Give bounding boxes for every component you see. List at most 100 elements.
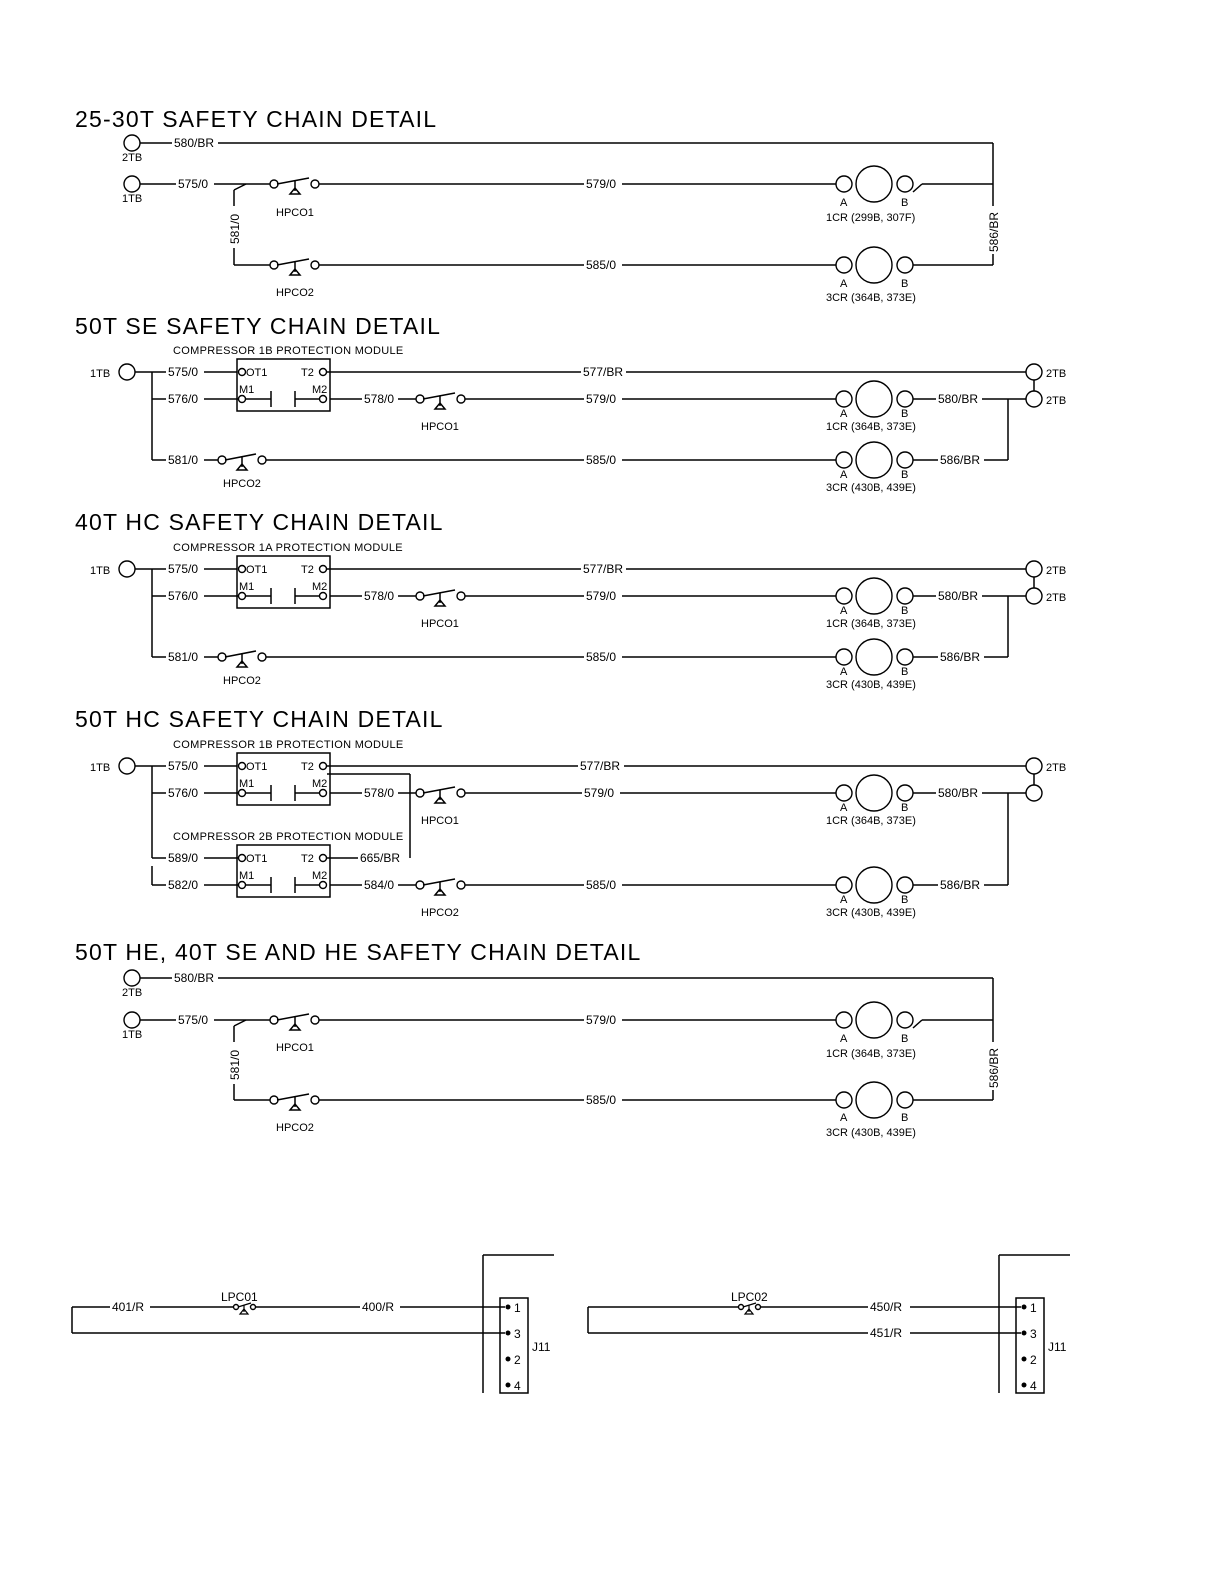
section-title: 50T HE, 40T SE AND HE SAFETY CHAIN DETAI…: [75, 939, 641, 965]
relay-coil-3cr: [835, 441, 914, 479]
section-50t-se-safety-chain: 50T SE SAFETY CHAIN DETAIL COMPRESSOR 1B…: [75, 313, 1066, 494]
relay-pin-a: A: [840, 469, 848, 481]
terminal-1tb: [118, 757, 136, 775]
terminal-1tb: [118, 363, 136, 381]
connector-label: J11: [1048, 1340, 1067, 1354]
wire-label: 585/0: [586, 258, 616, 272]
wire-label: 579/0: [586, 177, 616, 191]
terminal-label: 1TB: [90, 762, 110, 774]
relay-coil-3cr: [835, 1081, 914, 1119]
wire-label: 665/BR: [360, 851, 400, 865]
module-pin-ot1: OT1: [246, 367, 267, 379]
wire-label: 575/0: [178, 177, 208, 191]
module-pin-m1: M1: [239, 870, 254, 882]
module-pin-ot1: OT1: [246, 564, 267, 576]
wire-label: 585/0: [586, 878, 616, 892]
hpco1-switch: [269, 177, 320, 195]
module-pin-t2: T2: [301, 367, 314, 379]
relay-label: 3CR (430B, 439E): [826, 482, 916, 494]
switch-label: HPCO1: [421, 815, 459, 827]
pin-label: 1: [1030, 1301, 1037, 1315]
wire-label: 589/0: [168, 851, 198, 865]
terminal-2tb: [1025, 560, 1043, 578]
terminal-label: 1TB: [122, 1029, 142, 1041]
relay-pin-a: A: [840, 1112, 848, 1124]
wire-label: 581/0: [168, 650, 198, 664]
terminal-label: 2TB: [1046, 565, 1066, 577]
wire-label: 586/BR: [987, 212, 1001, 252]
module-pin-t2: T2: [301, 761, 314, 773]
wire-label: 586/BR: [940, 453, 980, 467]
protection-module-box: [236, 555, 331, 609]
module-title: COMPRESSOR 2B PROTECTION MODULE: [173, 831, 404, 843]
wire-label: 580/BR: [174, 971, 214, 985]
relay-pin-a: A: [840, 666, 848, 678]
relay-label: 1CR (299B, 307F): [826, 212, 915, 224]
section-50t-hc-safety-chain: 50T HC SAFETY CHAIN DETAIL COMPRESSOR 1B…: [75, 706, 1066, 919]
wire-label: 576/0: [168, 392, 198, 406]
terminal-1tb: [123, 175, 141, 193]
relay-pin-b: B: [901, 1033, 908, 1045]
relay-coil-1cr: [835, 1001, 914, 1039]
wire-label: 451/R: [870, 1326, 902, 1340]
terminal-label: 2TB: [1046, 368, 1066, 380]
pin-label: 2: [514, 1353, 521, 1367]
wire-label: 586/BR: [940, 650, 980, 664]
wire-label: 579/0: [586, 589, 616, 603]
pin-label: 4: [1030, 1379, 1037, 1393]
hpco1-switch: [415, 589, 466, 607]
hpco2-switch: [415, 878, 466, 896]
module-pin-m1: M1: [239, 778, 254, 790]
pin-label: 4: [514, 1379, 521, 1393]
pin-label: 3: [1030, 1327, 1037, 1341]
relay-coil-3cr: [835, 866, 914, 904]
wire-label: 575/0: [178, 1013, 208, 1027]
relay-pin-b: B: [901, 1112, 908, 1124]
hpco2-switch: [217, 453, 267, 471]
terminal-1tb: [123, 1011, 141, 1029]
section-title: 40T HC SAFETY CHAIN DETAIL: [75, 509, 444, 535]
relay-label: 3CR (430B, 439E): [826, 1127, 916, 1139]
relay-pin-a: A: [840, 894, 848, 906]
module-title: COMPRESSOR 1B PROTECTION MODULE: [173, 739, 404, 751]
wire-label: 581/0: [228, 214, 242, 244]
terminal-label: 2TB: [122, 987, 142, 999]
relay-coil-1cr: [835, 165, 914, 203]
relay-pin-a: A: [840, 605, 848, 617]
pin-label: 1: [514, 1301, 521, 1315]
wire-label: 577/BR: [580, 759, 620, 773]
wire-label: 577/BR: [583, 365, 623, 379]
module-pin-m1: M1: [239, 581, 254, 593]
lpc01-switch: [232, 1302, 257, 1315]
terminal-label: 2TB: [1046, 762, 1066, 774]
wire-label: 584/0: [364, 878, 394, 892]
lpc01-circuit: 401/R LPC01 400/R 1 3 2 4 J11: [71, 1254, 554, 1394]
section-title: 50T SE SAFETY CHAIN DETAIL: [75, 313, 441, 339]
relay-label: 1CR (364B, 373E): [826, 815, 916, 827]
hpco1-switch: [415, 786, 466, 804]
module-title: COMPRESSOR 1B PROTECTION MODULE: [173, 345, 404, 357]
switch-label: LPC02: [731, 1290, 768, 1304]
hpco2-switch: [269, 1093, 320, 1111]
relay-label: 1CR (364B, 373E): [826, 618, 916, 630]
module-title: COMPRESSOR 1A PROTECTION MODULE: [173, 542, 403, 554]
relay-coil-3cr: [835, 246, 914, 284]
hpco2-switch: [269, 258, 320, 276]
wire-label: 579/0: [586, 1013, 616, 1027]
terminal-2tb: [1025, 587, 1043, 605]
module-pin-t2: T2: [301, 564, 314, 576]
wire-label: 579/0: [584, 786, 614, 800]
relay-pin-a: A: [840, 802, 848, 814]
relay-pin-b: B: [901, 666, 908, 678]
relay-pin-a: A: [840, 1033, 848, 1045]
wire-label: 585/0: [586, 650, 616, 664]
section-title: 50T HC SAFETY CHAIN DETAIL: [75, 706, 444, 732]
terminal-2tb: [1025, 757, 1043, 775]
connector-j11: [1015, 1297, 1045, 1394]
wire-label: 576/0: [168, 589, 198, 603]
relay-pin-b: B: [901, 469, 908, 481]
terminal-label: 1TB: [122, 193, 142, 205]
relay-label: 3CR (430B, 439E): [826, 907, 916, 919]
section-50t-he-40t-se-he-safety-chain: 50T HE, 40T SE AND HE SAFETY CHAIN DETAI…: [75, 939, 1001, 1139]
